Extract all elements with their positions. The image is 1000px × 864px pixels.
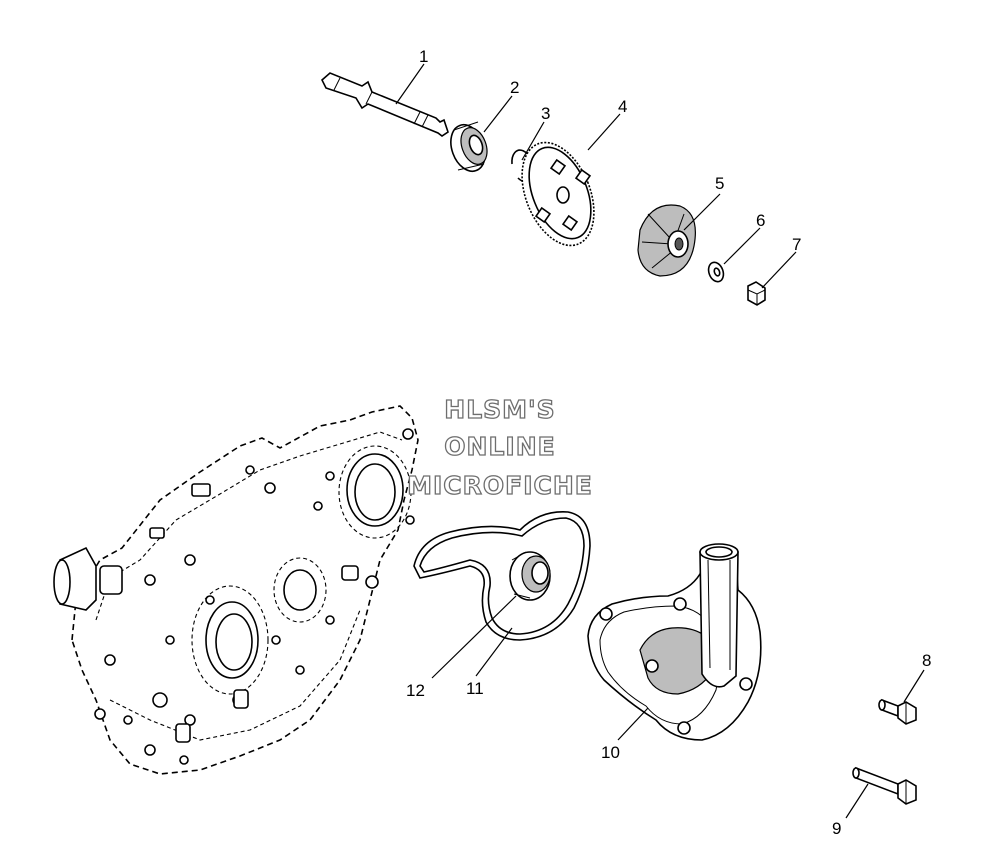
callout-1: 1 bbox=[419, 47, 428, 66]
callout-numbers: 1 2 3 4 5 6 7 8 9 10 11 12 bbox=[406, 47, 931, 838]
watermark-line-1: HLSM'S bbox=[444, 395, 555, 424]
drive-gear bbox=[521, 141, 595, 247]
callout-3: 3 bbox=[541, 104, 550, 123]
callout-10: 10 bbox=[601, 743, 620, 762]
bearing bbox=[450, 121, 488, 173]
callout-2: 2 bbox=[510, 78, 519, 97]
nut bbox=[747, 281, 766, 306]
callout-12: 12 bbox=[406, 681, 425, 700]
watermark: HLSM'S ONLINE MICROFICHE bbox=[406, 394, 593, 500]
callout-6: 6 bbox=[756, 211, 765, 230]
callout-9: 9 bbox=[832, 819, 841, 838]
callout-7: 7 bbox=[792, 235, 801, 254]
washer bbox=[707, 261, 725, 283]
long-bolt bbox=[852, 766, 917, 805]
pump-seal bbox=[509, 551, 551, 601]
callout-11: 11 bbox=[466, 679, 484, 698]
leader-lines bbox=[395, 63, 925, 819]
callout-8: 8 bbox=[922, 651, 931, 670]
gasket bbox=[413, 511, 591, 641]
engine-case bbox=[53, 405, 419, 775]
impeller bbox=[637, 204, 696, 277]
short-bolt bbox=[878, 698, 917, 725]
watermark-line-2: ONLINE bbox=[444, 432, 555, 461]
callout-4: 4 bbox=[618, 97, 627, 116]
callout-5: 5 bbox=[715, 174, 724, 193]
pump-cover bbox=[587, 543, 762, 741]
pump-shaft bbox=[321, 72, 449, 137]
watermark-line-3: MICROFICHE bbox=[407, 471, 593, 500]
